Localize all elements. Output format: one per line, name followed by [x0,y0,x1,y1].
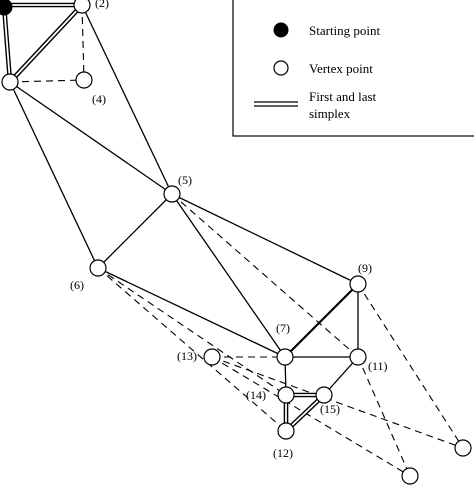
edge-5-9 [171,193,359,285]
legend-first-last-label-line1: First and last [309,89,377,104]
vertex-7 [276,348,294,366]
label-v5: (5) [178,173,192,187]
dash-1-4 [9,79,85,83]
label-v15: (15) [320,402,340,416]
label-v12: (12) [273,446,293,460]
edge-5-7 [171,193,286,358]
label-v6: (6) [70,278,84,292]
legend-starting-point-label: Starting point [309,23,381,38]
edge-6-7 [97,267,286,358]
dash-13-10 [211,356,464,449]
label-v9: (9) [358,261,372,275]
dash-5-11 [171,193,359,358]
dbl-1-2-inner [9,4,83,83]
vertex-11 [349,348,367,366]
legend-box [232,0,474,137]
dash-13-8 [211,356,411,477]
vertex-8 [401,467,419,485]
legend-vertex-point-symbol [273,60,289,76]
label-v13: (13) [177,349,197,363]
label-v11: (11) [368,359,388,373]
vertex-2 [73,0,91,14]
vertex-1 [1,73,19,91]
legend: Starting point Vertex point First and la… [232,0,474,137]
dash-6-12 [97,267,287,432]
vertex-4 [75,71,93,89]
dash-6-14 [97,267,287,396]
edge-7-9 [284,283,359,358]
dbl-15-12-inner [285,394,325,432]
vertex-13 [203,348,221,366]
edge-1-6 [9,81,99,269]
vertex-10 [454,439,472,457]
vertex-start-point [0,0,13,16]
vertex-12 [277,422,295,440]
vertex-5 [163,185,181,203]
label-v4: (4) [92,92,106,106]
dashed-edges [9,4,464,477]
legend-starting-point-symbol [273,22,289,38]
vertex-14 [277,386,295,404]
vertex-6 [89,259,107,277]
legend-vertex-point-label: Vertex point [309,61,373,76]
vertex-labels: (2) (4) (5) (6) (9) (7) (11) (13) (14) (… [70,0,388,460]
edge-1-5 [9,81,173,195]
edge-6-5 [97,193,173,269]
dbl-3-1-inner [3,4,11,83]
label-v14: (14) [246,388,266,402]
dash-2-4 [81,4,85,81]
dash-11-8 [357,356,411,477]
vertex-15 [315,386,333,404]
dash-9-10 [357,283,464,449]
label-v2: (2) [95,0,109,10]
edge-2-5 [81,4,173,195]
legend-first-last-label-line2: simplex [309,106,351,121]
label-v7: (7) [276,321,290,335]
vertex-9 [349,275,367,293]
